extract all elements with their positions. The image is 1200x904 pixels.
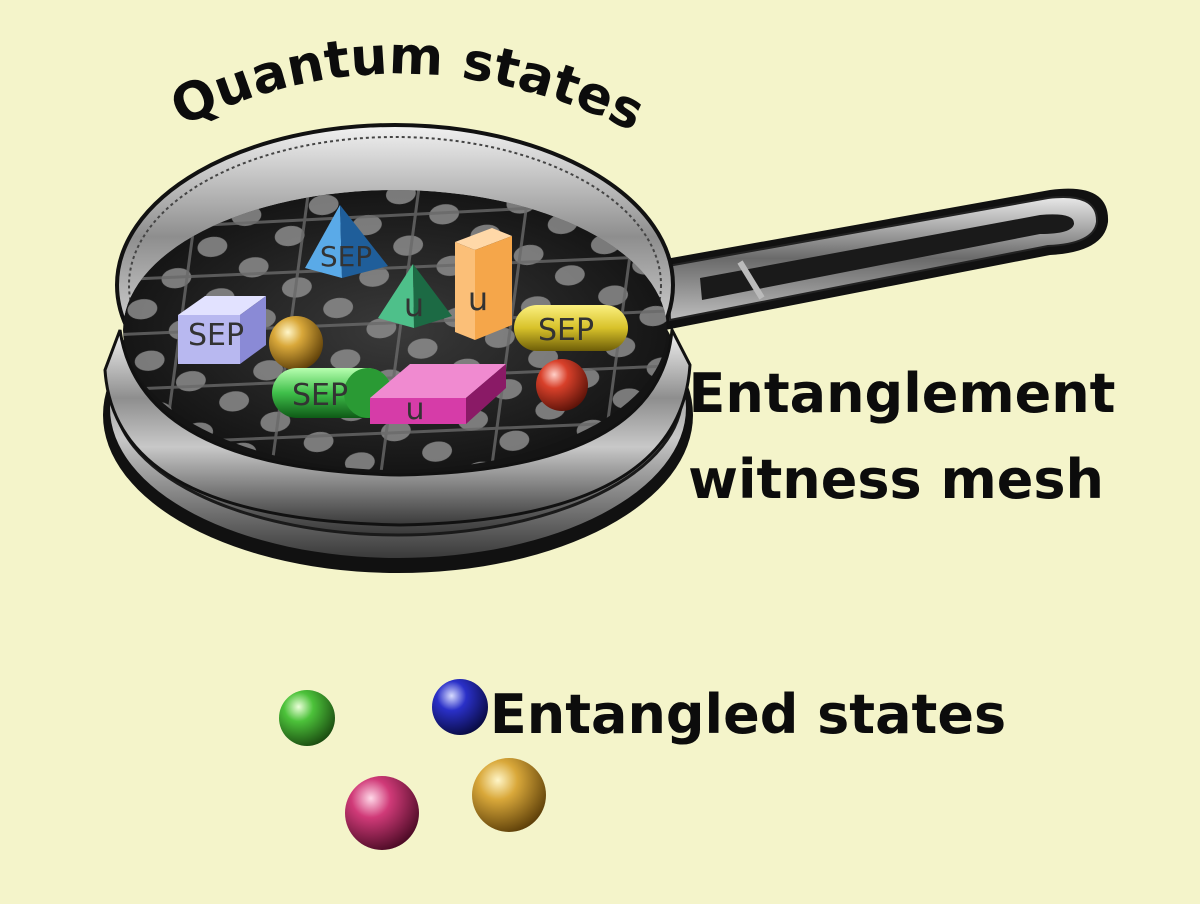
mesh-label-line1: Entanglement xyxy=(689,362,1116,425)
sep-cube: SEP xyxy=(178,296,266,364)
pan-handle xyxy=(660,188,1109,330)
entangled-states-label: Entangled states xyxy=(490,683,1006,746)
gold-sphere xyxy=(269,316,323,370)
sep-capsule-green: SEP xyxy=(272,368,392,418)
pan-front-lip xyxy=(103,324,692,527)
svg-text:u: u xyxy=(405,392,424,427)
mesh-label-line2: witness mesh xyxy=(688,448,1104,511)
svg-text:u: u xyxy=(404,286,424,324)
u-pyramid: u xyxy=(378,264,452,328)
u-slab: u xyxy=(370,364,506,427)
entangled-green-sphere xyxy=(279,690,335,746)
u-bar: u xyxy=(455,228,512,340)
svg-text:u: u xyxy=(468,280,488,318)
red-sphere xyxy=(536,359,588,411)
sep-pyramid: SEP xyxy=(305,205,388,278)
svg-text:SEP: SEP xyxy=(320,240,372,273)
svg-text:SEP: SEP xyxy=(538,313,594,348)
entangled-gold-sphere xyxy=(472,758,546,832)
sep-capsule-yellow: SEP xyxy=(514,305,628,351)
entangled-pink-sphere xyxy=(345,776,419,850)
entangled-blue-sphere xyxy=(432,679,488,735)
svg-text:SEP: SEP xyxy=(292,378,348,413)
svg-text:SEP: SEP xyxy=(188,318,244,353)
